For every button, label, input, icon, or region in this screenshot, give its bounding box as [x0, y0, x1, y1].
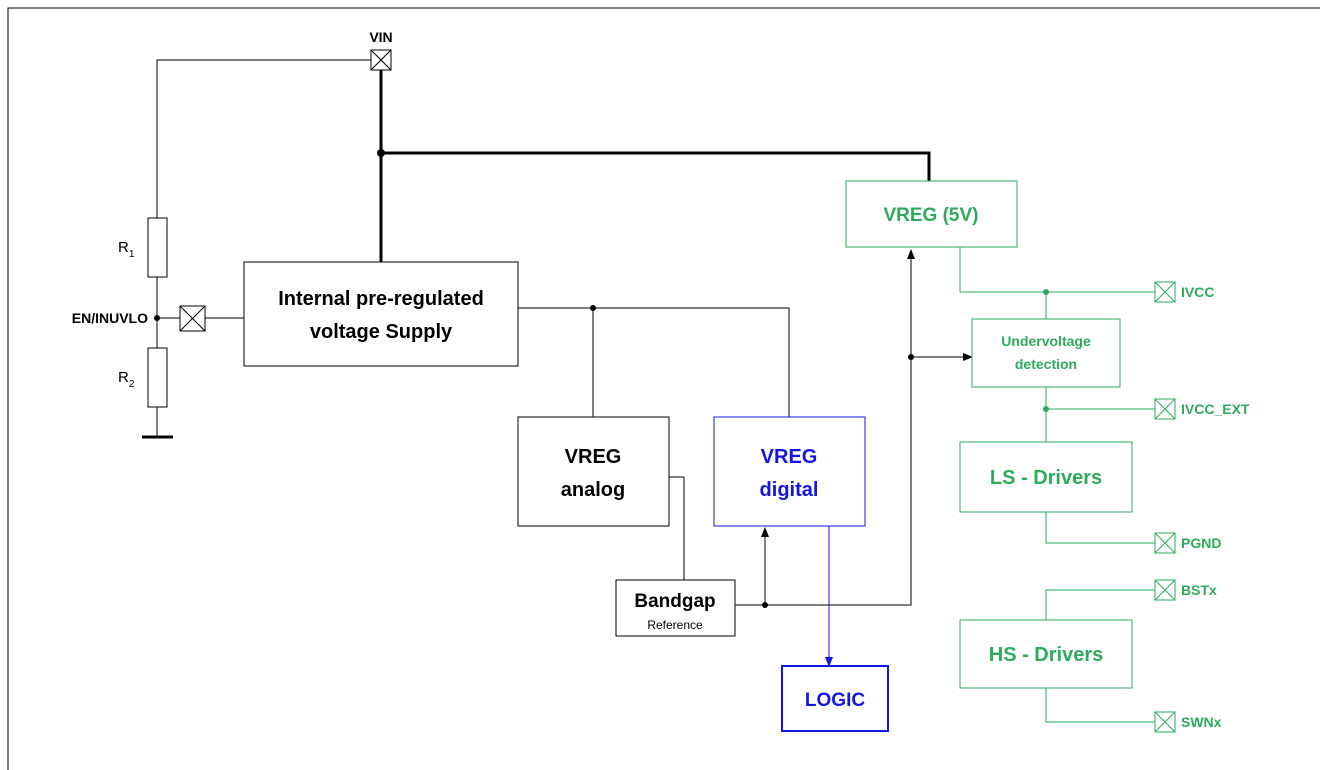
preregulator-block — [243, 261, 519, 367]
resistor-r2 — [147, 347, 168, 408]
vreg-analog-label-line1: VREG — [565, 446, 622, 468]
pin-ivcc-ext-symbol — [1154, 398, 1176, 420]
pin-bstx-label: BSTx — [1181, 582, 1217, 598]
hs-drivers-label: HS - Drivers — [989, 644, 1104, 666]
wire-analog-to-bandgap — [669, 476, 685, 580]
resistor-r1 — [147, 217, 168, 278]
preregulator-label-line1: Internal pre-regulated — [278, 288, 484, 310]
pin-swnx-label: SWNx — [1181, 714, 1222, 730]
undervoltage-label-line1: Undervoltage — [1001, 333, 1091, 349]
pin-swnx-symbol — [1154, 711, 1176, 733]
wire-bstx-to-hs — [1045, 589, 1155, 620]
pin-ivcc-label: IVCC — [1181, 284, 1214, 300]
junction-dot-preregulator — [590, 305, 596, 311]
undervoltage-label-line2: detection — [1015, 356, 1077, 372]
pin-vin-label: VIN — [369, 29, 392, 45]
logic-label: LOGIC — [805, 690, 865, 711]
resistor-r1-label: R1 — [118, 239, 135, 260]
junction-dot-ref — [908, 354, 914, 360]
wire-preregulator-output — [518, 307, 790, 417]
junction-dot-ivcc-ext — [1043, 406, 1049, 412]
bandgap-sublabel: Reference — [647, 618, 703, 632]
hs-drivers-block — [959, 619, 1133, 689]
wire-vin-to-vreg5v — [381, 151, 931, 181]
vreg5v-label: VREG (5V) — [883, 205, 978, 226]
wire-bandgap-output — [735, 249, 915, 606]
vreg5v-block — [845, 180, 1018, 248]
ls-drivers-label: LS - Drivers — [990, 467, 1102, 489]
vreg-analog-label-line2: analog — [561, 479, 625, 501]
junction-dot-vin — [377, 149, 385, 157]
logic-block — [781, 665, 889, 732]
vreg-digital-label-line1: VREG — [761, 446, 818, 468]
pin-en-symbol — [179, 305, 206, 332]
bandgap-block — [615, 579, 736, 637]
resistor-r2-label: R2 — [118, 369, 135, 390]
pin-ivcc-symbol — [1154, 281, 1176, 303]
junction-dot-ivcc — [1043, 289, 1049, 295]
ls-drivers-block — [959, 441, 1133, 513]
pin-bstx-symbol — [1154, 579, 1176, 601]
junction-dot-bandgap — [762, 602, 768, 608]
wire-ls-to-pgnd — [1045, 512, 1155, 544]
vreg-digital-label-line2: digital — [760, 479, 819, 501]
bandgap-label: Bandgap — [634, 591, 715, 612]
wire-hs-to-swnx — [1045, 688, 1155, 723]
wire-vin-to-r1 — [156, 59, 371, 218]
wire-vreg5v-output — [959, 247, 1155, 293]
diagram-frame — [7, 7, 1320, 770]
undervoltage-block — [971, 318, 1121, 388]
pin-pgnd-label: PGND — [1181, 535, 1221, 551]
pin-ivcc-ext-label: IVCC_EXT — [1181, 401, 1250, 417]
vreg-digital-block — [713, 416, 866, 527]
pin-en-label: EN/INUVLO — [72, 310, 148, 326]
vreg-analog-block — [517, 416, 670, 527]
preregulator-label-line2: voltage Supply — [310, 321, 453, 343]
pin-pgnd-symbol — [1154, 532, 1176, 554]
pin-vin-symbol — [370, 49, 392, 71]
